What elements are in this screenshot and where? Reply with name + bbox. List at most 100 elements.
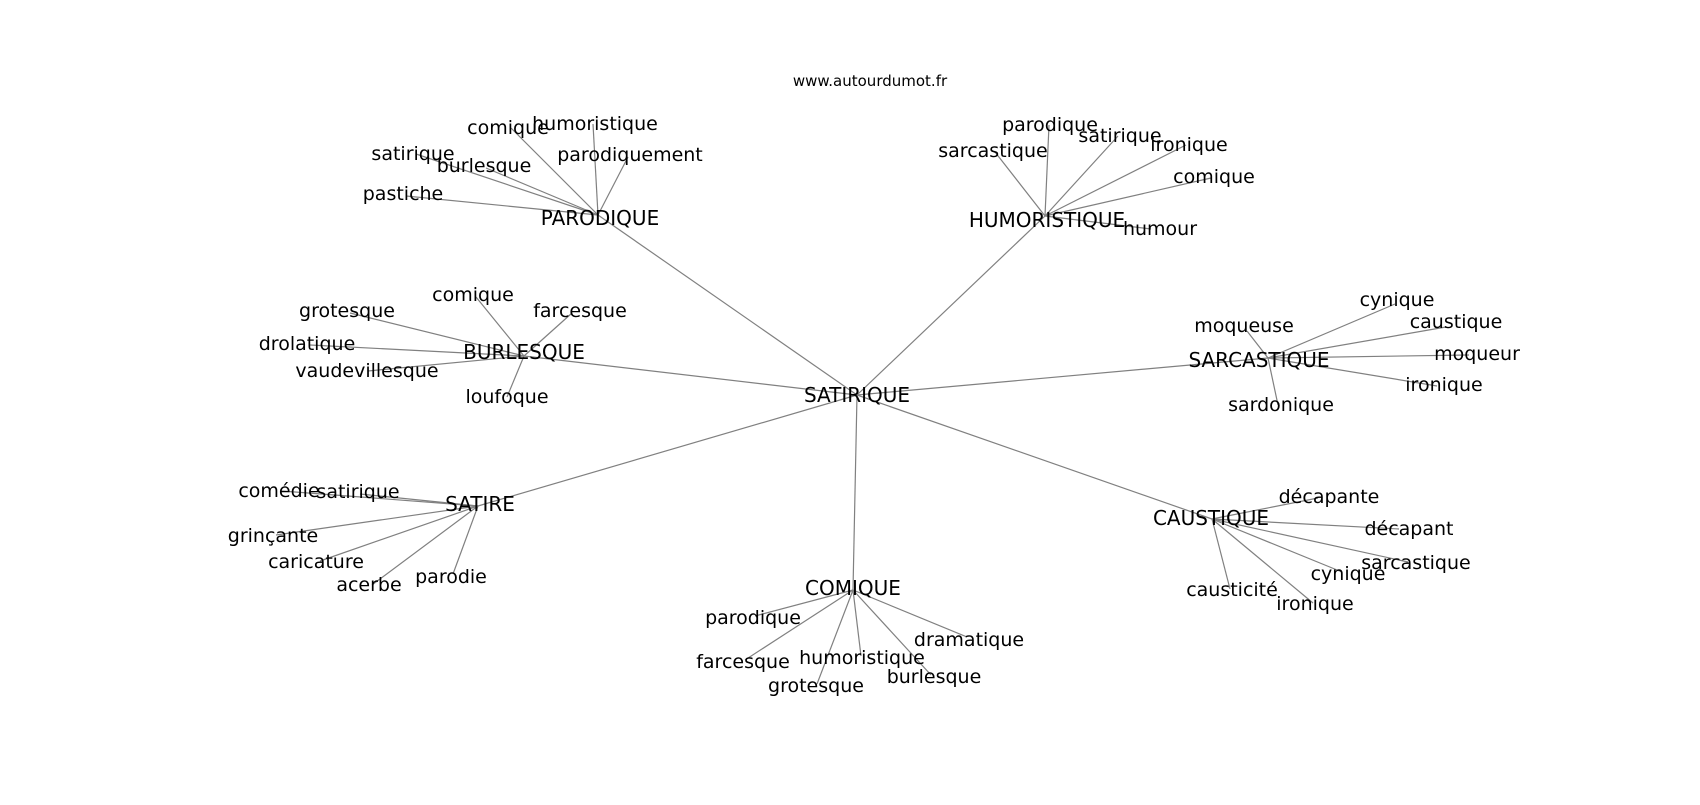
node-sarcastique: SARCASTIQUE	[1188, 348, 1329, 372]
word-caustique-5: ironique	[1276, 593, 1353, 615]
node-center: SATIRIQUE	[804, 383, 910, 407]
word-humoristique-0: parodique	[1002, 114, 1098, 136]
word-sarcastique-1: moqueuse	[1194, 315, 1294, 337]
edge-comique-2	[744, 589, 854, 661]
edge-burlesque-5	[506, 355, 525, 398]
edge-sarcastique-3	[1267, 354, 1470, 359]
word-humoristique-3: ironique	[1150, 134, 1227, 156]
word-burlesque-4: vaudevillesque	[295, 360, 438, 382]
word-comique-1: dramatique	[914, 629, 1024, 651]
word-satire-5: parodie	[415, 566, 487, 588]
edge-satire-5	[452, 505, 479, 575]
word-caustique-3: cynique	[1311, 563, 1386, 585]
edge-center-parodique	[597, 214, 858, 396]
edge-satire-3	[319, 505, 479, 562]
word-satire-0: comédie	[238, 480, 319, 502]
edge-center-caustique	[856, 394, 1213, 520]
word-burlesque-2: farcesque	[533, 300, 627, 322]
word-burlesque-3: drolatique	[259, 333, 356, 355]
site-title: www.autourdumot.fr	[792, 72, 948, 90]
node-parodique: PARODIQUE	[541, 206, 659, 230]
edge-center-burlesque	[523, 355, 858, 396]
word-satire-4: acerbe	[336, 574, 401, 596]
word-comique-0: parodique	[705, 607, 801, 629]
edge-sarcastique-4	[1267, 357, 1438, 387]
edge-comique-5	[816, 589, 854, 685]
edge-parodique-0	[510, 127, 599, 216]
word-humoristique-5: humour	[1123, 218, 1197, 240]
word-humoristique-4: comique	[1173, 166, 1255, 188]
edge-satire-0	[281, 490, 479, 507]
node-burlesque: BURLESQUE	[463, 340, 585, 364]
word-caustique-4: causticité	[1186, 579, 1278, 601]
edge-humoristique-1	[994, 151, 1046, 217]
edge-burlesque-4	[367, 355, 525, 372]
edge-comique-1	[852, 589, 968, 638]
edge-burlesque-0	[475, 296, 525, 357]
word-parodique-1: humoristique	[532, 113, 658, 135]
edge-caustique-3	[1211, 518, 1343, 573]
node-satire: SATIRE	[445, 492, 515, 516]
word-satire-3: caricature	[268, 551, 364, 573]
word-satire-1: satirique	[316, 481, 399, 503]
word-sarcastique-2: caustique	[1410, 311, 1503, 333]
edge-caustique-1	[1211, 518, 1400, 530]
word-satire-2: grinçante	[228, 525, 318, 547]
edge-parodique-2	[597, 156, 629, 216]
edge-humoristique-4	[1044, 177, 1212, 217]
node-caustique: CAUSTIQUE	[1153, 506, 1269, 530]
edge-caustique-4	[1211, 518, 1231, 590]
word-caustique-2: sarcastique	[1361, 552, 1470, 574]
edge-parodique-4	[485, 167, 599, 216]
edge-sarcastique-2	[1267, 326, 1447, 359]
word-burlesque-5: loufoque	[465, 386, 548, 408]
word-sarcastique-3: moqueur	[1434, 343, 1520, 365]
word-humoristique-1: sarcastique	[938, 140, 1047, 162]
edge-center-humoristique	[856, 215, 1046, 396]
edge-satire-2	[275, 505, 479, 536]
edge-center-comique	[852, 394, 858, 591]
edge-comique-3	[852, 589, 862, 657]
word-comique-3: humoristique	[799, 647, 925, 669]
word-parodique-3: satirique	[371, 143, 454, 165]
node-comique: COMIQUE	[805, 576, 901, 600]
word-caustique-0: décapante	[1279, 486, 1380, 508]
edge-humoristique-3	[1044, 144, 1187, 217]
edge-parodique-1	[592, 123, 599, 216]
word-caustique-1: décapant	[1364, 518, 1453, 540]
edge-burlesque-3	[309, 344, 525, 357]
word-comique-4: burlesque	[887, 666, 982, 688]
word-comique-2: farcesque	[696, 651, 790, 673]
word-burlesque-0: comique	[432, 284, 514, 306]
edge-sarcastique-0	[1267, 303, 1396, 359]
edge-satire-4	[371, 505, 479, 586]
word-parodique-0: comique	[467, 117, 549, 139]
edge-parodique-5	[405, 195, 599, 216]
edge-comique-0	[754, 589, 854, 617]
edge-humoristique-2	[1044, 135, 1119, 217]
word-parodique-2: parodiquement	[557, 144, 703, 166]
edge-humoristique-5	[1044, 215, 1152, 230]
word-sarcastique-4: ironique	[1405, 374, 1482, 396]
edge-comique-4	[852, 589, 932, 676]
node-humoristique: HUMORISTIQUE	[969, 208, 1125, 232]
edge-parodique-3	[415, 153, 599, 216]
word-burlesque-1: grotesque	[299, 300, 395, 322]
edge-burlesque-1	[349, 312, 525, 357]
word-comique-5: grotesque	[768, 675, 864, 697]
word-parodique-5: pastiche	[363, 183, 444, 205]
word-humoristique-2: satirique	[1078, 125, 1161, 147]
edge-caustique-2	[1211, 518, 1409, 563]
edge-center-sarcastique	[856, 357, 1269, 396]
edge-satire-1	[359, 493, 479, 507]
word-sarcastique-5: sardonique	[1228, 394, 1334, 416]
edge-humoristique-0	[1044, 124, 1050, 217]
edge-caustique-5	[1211, 518, 1314, 604]
edge-caustique-0	[1211, 497, 1319, 520]
word-parodique-4: burlesque	[437, 155, 532, 177]
edge-sarcastique-1	[1246, 330, 1269, 359]
edge-sarcastique-5	[1267, 357, 1279, 406]
edge-center-satire	[477, 394, 858, 507]
